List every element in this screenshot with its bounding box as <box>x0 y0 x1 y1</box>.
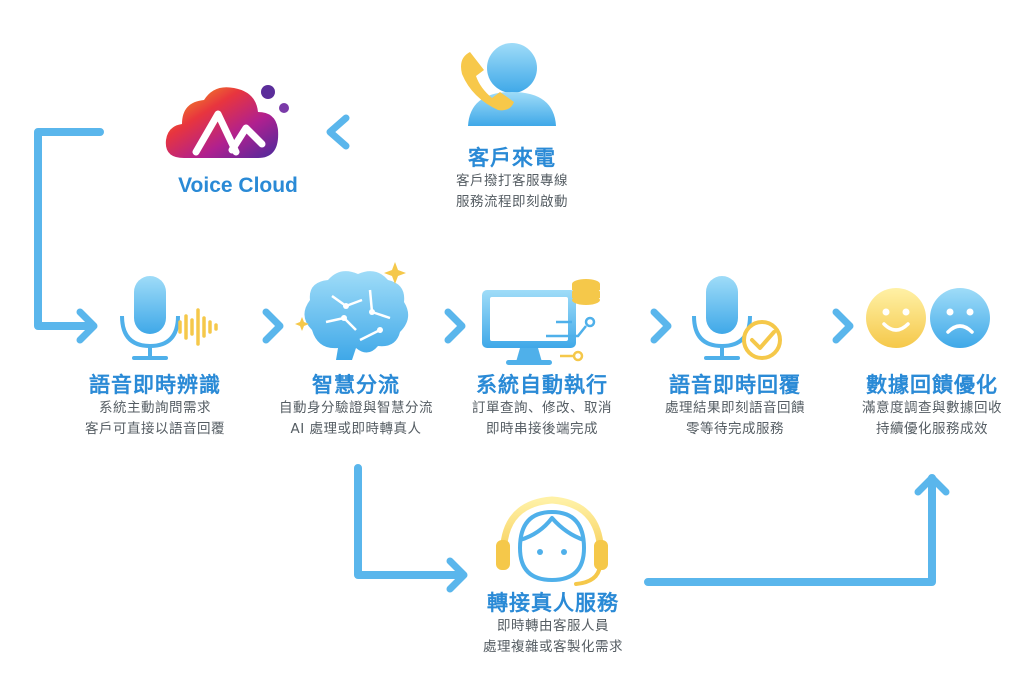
step-line-1: 自動身分驗證與智慧分流 <box>279 400 433 416</box>
step-line-1: 處理結果即刻語音回饋 <box>665 400 805 416</box>
step-line-2: 客戶可直接以語音回覆 <box>85 421 225 437</box>
step-line-2: AI 處理或即時轉真人 <box>290 421 422 437</box>
step-title: 語音即時回覆 <box>669 373 801 397</box>
brain-circuit-icon <box>295 262 409 360</box>
satisfaction-faces-icon <box>866 288 990 348</box>
caller-node: 客戶來電 客戶撥打客服專線 服務流程即刻啟動 <box>456 145 568 213</box>
arrow-step1-to-step2 <box>226 308 284 344</box>
human-transfer-node: 轉接真人服務 即時轉由客服人員 處理複雜或客製化需求 <box>483 590 623 658</box>
step-line-2: 持續優化服務成效 <box>876 421 988 437</box>
step-line-1: 滿意度調查與數據回收 <box>862 400 1002 416</box>
arrow-step3-to-step4 <box>614 308 672 344</box>
microphone-soundwave-icon <box>120 276 218 360</box>
step-title: 數據回饋優化 <box>866 373 998 397</box>
step-data-feedback: 數據回饋優化 滿意度調查與數據回收 持續優化服務成效 <box>862 372 1002 440</box>
step-title: 智慧分流 <box>312 373 400 397</box>
step-auto-execution: 系統自動執行 訂單查詢、修改、取消 即時串接後端完成 <box>472 372 612 440</box>
step-smart-routing: 智慧分流 自動身分驗證與智慧分流 AI 處理或即時轉真人 <box>279 372 433 440</box>
monitor-database-icon <box>482 279 600 365</box>
human-line-1: 即時轉由客服人員 <box>497 618 609 634</box>
arrow-step4-to-step5 <box>796 308 854 344</box>
arrow-caller-to-brand <box>326 114 436 150</box>
step-speech-recognition: 語音即時辨識 系統主動詢問需求 客戶可直接以語音回覆 <box>85 372 225 440</box>
human-line-2: 處理複雜或客製化需求 <box>483 639 623 655</box>
step-line-1: 系統主動詢問需求 <box>99 400 211 416</box>
arrow-step2-to-human <box>354 464 468 593</box>
step-line-2: 零等待完成服務 <box>686 421 784 437</box>
connectors <box>34 114 950 593</box>
headset-agent-icon <box>496 496 608 586</box>
caller-line-1: 客戶撥打客服專線 <box>456 173 568 189</box>
step-line-1: 訂單查詢、修改、取消 <box>472 400 612 416</box>
arrow-brand-to-step1 <box>34 128 104 344</box>
voice-cloud-logo <box>165 85 289 158</box>
microphone-check-icon <box>692 276 782 360</box>
brand-name: Voice Cloud <box>178 174 298 197</box>
caller-phone-icon <box>461 43 556 126</box>
step-voice-reply: 語音即時回覆 處理結果即刻語音回饋 零等待完成服務 <box>665 372 805 440</box>
caller-line-2: 服務流程即刻啟動 <box>456 194 568 210</box>
human-title: 轉接真人服務 <box>487 591 619 615</box>
arrow-step2-to-step3 <box>408 308 466 344</box>
step-title: 系統自動執行 <box>476 373 608 397</box>
step-title: 語音即時辨識 <box>89 373 221 397</box>
arrow-human-to-step5 <box>644 474 950 586</box>
step-line-2: 即時串接後端完成 <box>486 421 598 437</box>
caller-title: 客戶來電 <box>468 146 556 170</box>
